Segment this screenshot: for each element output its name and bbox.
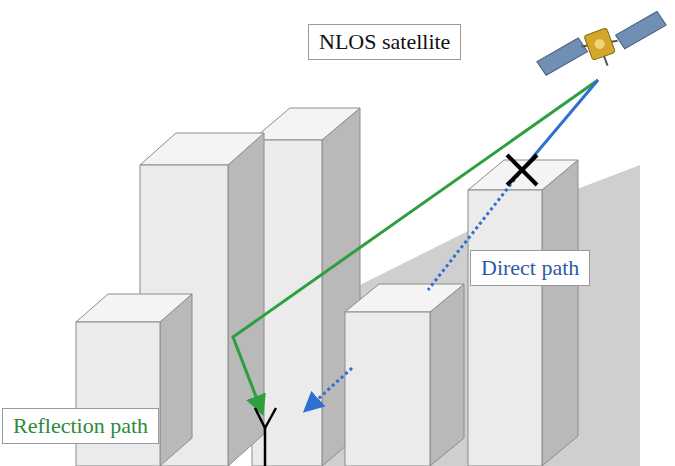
building-block [345, 284, 464, 466]
label-box: Reflection path [2, 408, 159, 444]
box-label: NLOS satellite [319, 29, 450, 55]
satellite-icon [534, 8, 672, 88]
direct-path-blocked [306, 368, 352, 410]
box-label: Reflection path [13, 413, 148, 439]
antenna-symbol [255, 408, 276, 466]
box-label: Direct path [481, 255, 579, 281]
building-block [468, 160, 578, 466]
label-box: NLOS satellite [308, 24, 461, 60]
label-box: Direct path [470, 250, 590, 286]
reflection-path [233, 80, 598, 412]
blockage-cross [507, 155, 537, 185]
